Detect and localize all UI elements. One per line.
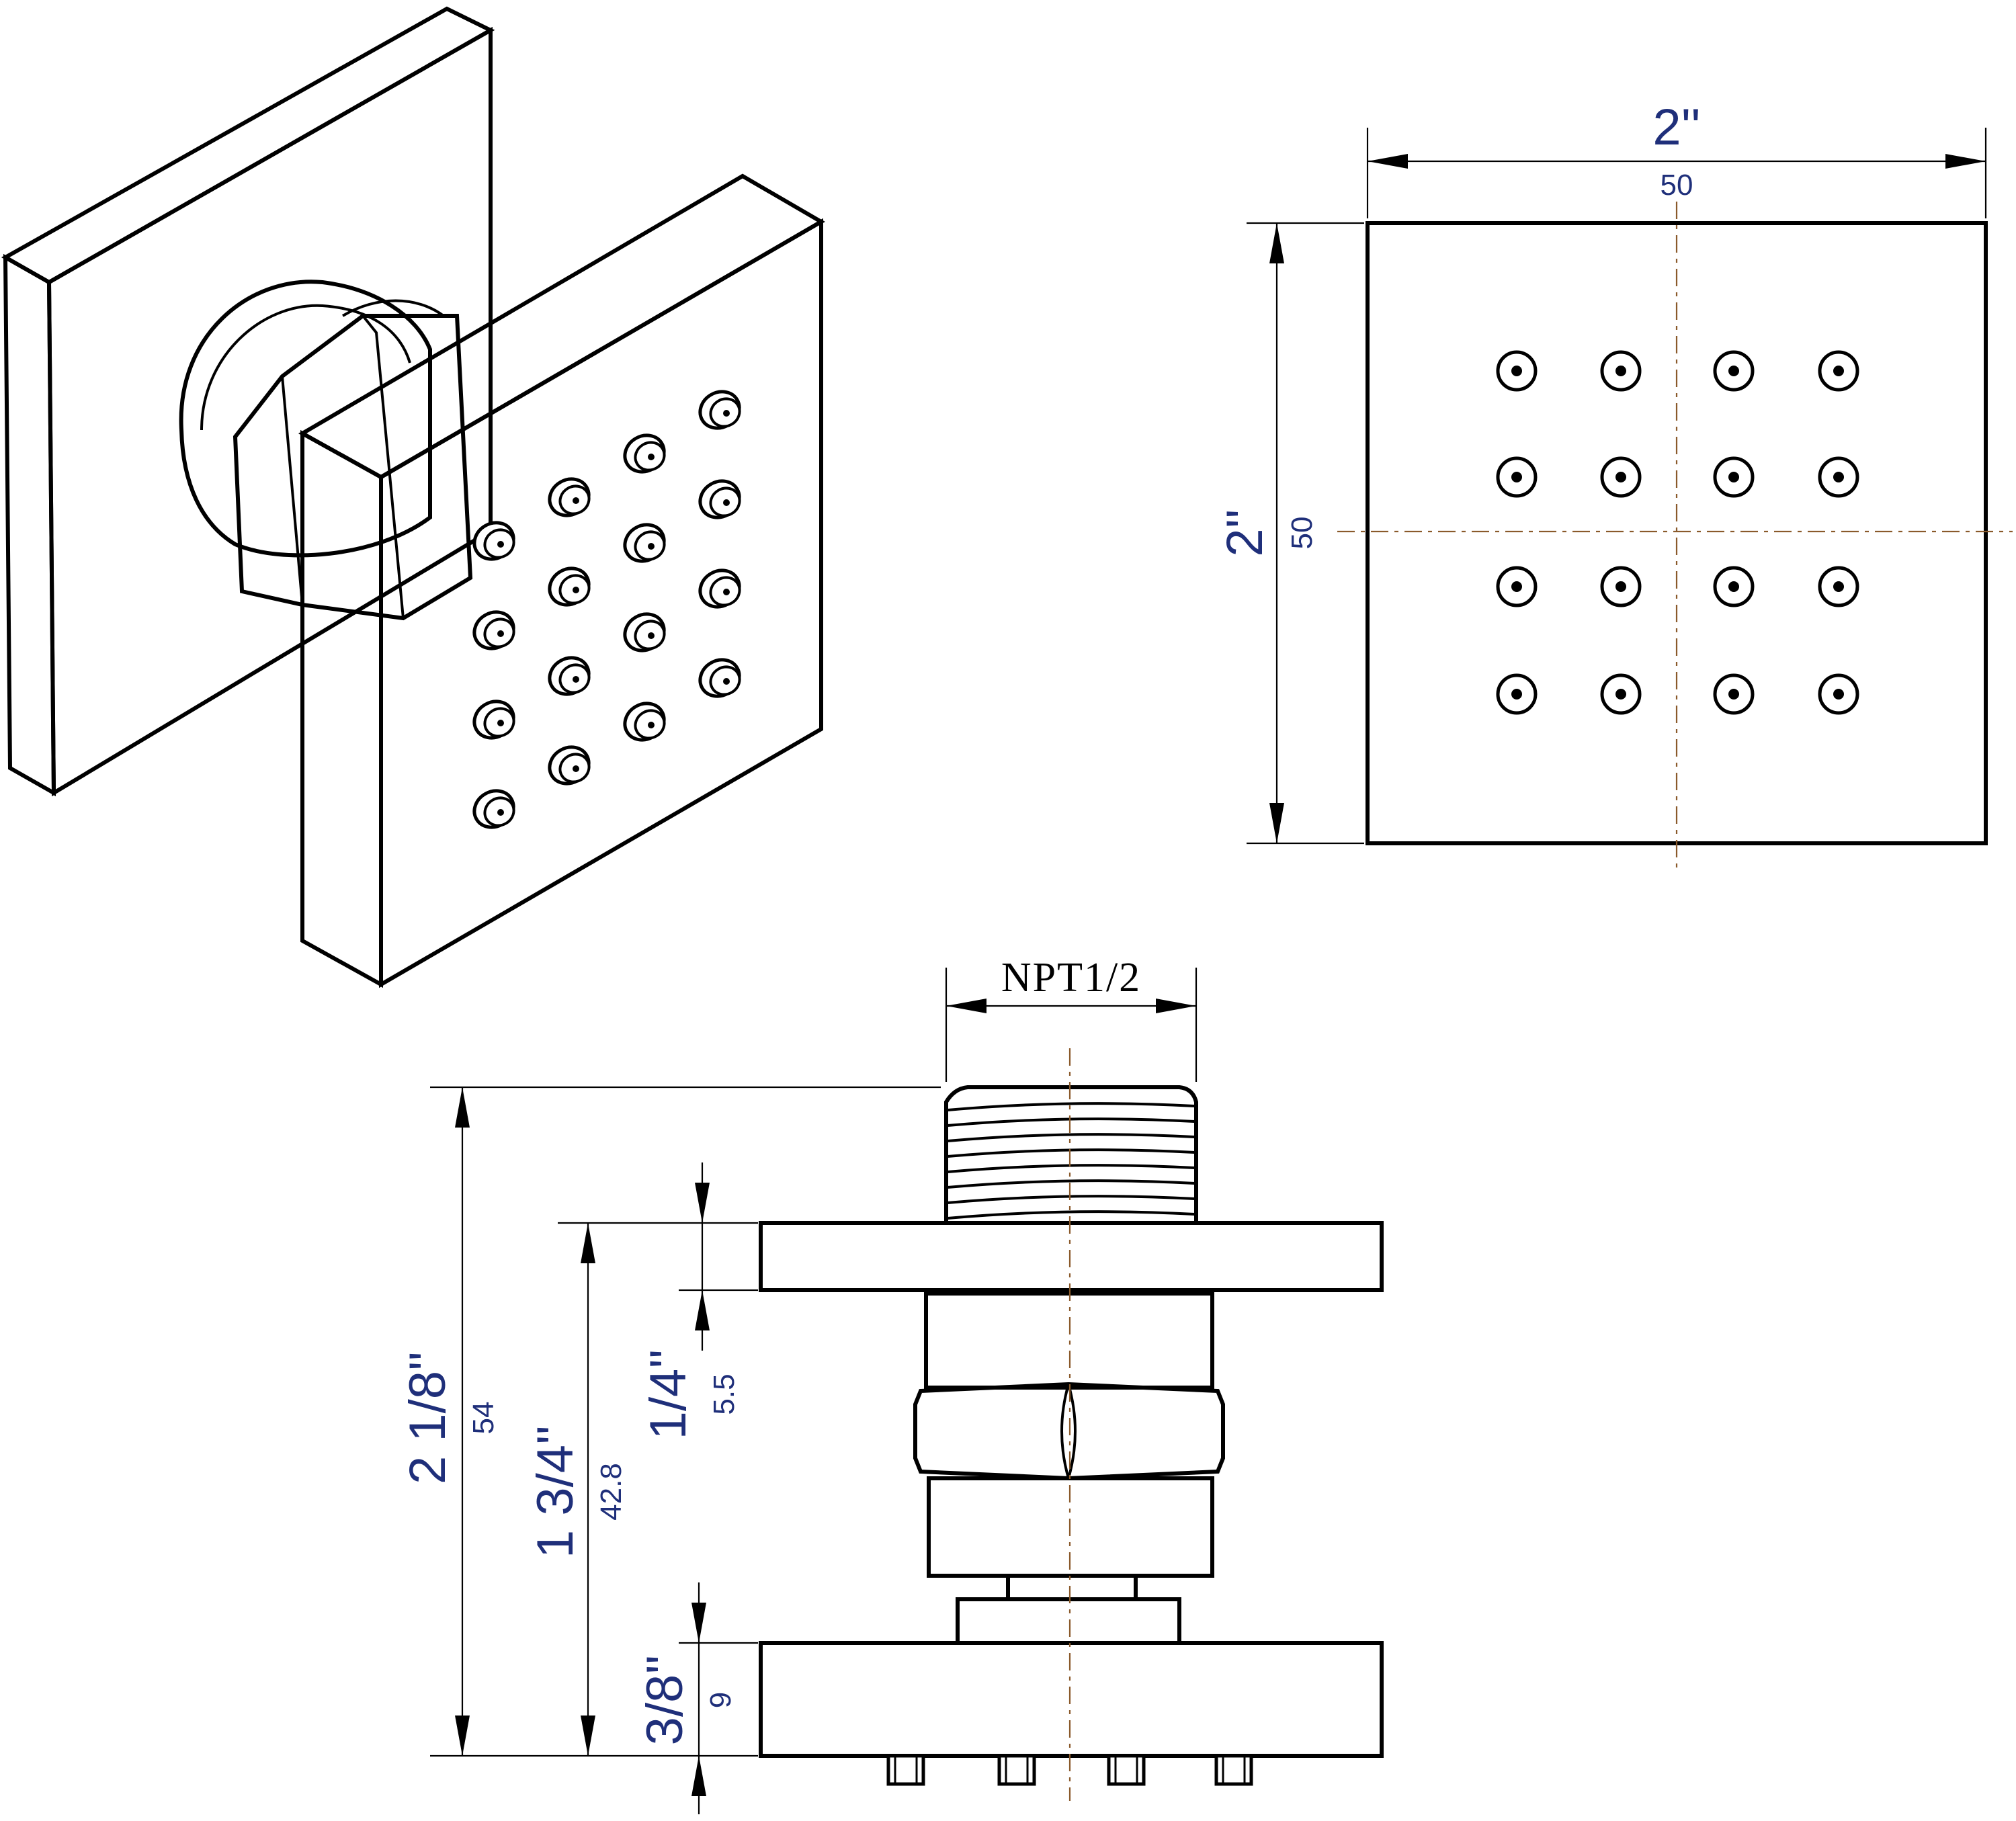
- iso-nozzle: [623, 433, 666, 474]
- front-nozzle: [1600, 673, 1642, 715]
- iso-nozzle: [472, 521, 515, 561]
- isometric-view: [1, 6, 825, 988]
- thread-line: [947, 1102, 1195, 1111]
- iso-nozzle: [548, 656, 591, 696]
- front-nozzle: [1600, 566, 1642, 607]
- threaded-pipe: [944, 1085, 1198, 1223]
- iso-nozzle: [623, 523, 666, 563]
- side-nozzle: [997, 1754, 1036, 1786]
- front-nozzle: [1600, 456, 1642, 498]
- front-nozzle: [1496, 673, 1538, 715]
- width-label: 2'': [1652, 99, 1700, 156]
- thread-label: NPT1/2: [1001, 955, 1141, 1001]
- side-nozzle-group: [886, 1754, 1253, 1786]
- front-nozzle: [1496, 350, 1538, 392]
- thread-lines: [947, 1102, 1195, 1220]
- overall-label: 2 1/8'': [399, 1351, 456, 1484]
- flange-label: 1/4'': [640, 1349, 697, 1440]
- iso-nozzle: [472, 789, 515, 829]
- iso-nozzle: [623, 702, 666, 742]
- thread-line: [947, 1195, 1195, 1204]
- iso-nozzle: [472, 700, 515, 740]
- front-nozzle: [1713, 673, 1755, 715]
- thread-line: [947, 1148, 1195, 1158]
- thread-line: [947, 1164, 1195, 1173]
- body-mm: 42.8: [595, 1463, 628, 1521]
- connector-body: [179, 280, 473, 621]
- front-nozzle: [1818, 456, 1859, 498]
- front-nozzle: [1818, 673, 1859, 715]
- flange-mm: 5.5: [708, 1373, 741, 1414]
- height-label: 2'': [1216, 509, 1273, 556]
- front-nozzle: [1713, 350, 1755, 392]
- iso-nozzle: [698, 390, 741, 430]
- front-nozzle: [1496, 456, 1538, 498]
- back-plate: [1, 6, 495, 797]
- iso-nozzle: [698, 479, 741, 519]
- iso-nozzle-group: [472, 390, 741, 829]
- front-nozzle: [1713, 566, 1755, 607]
- face-label: 3/8'': [636, 1655, 694, 1746]
- thread-line: [947, 1210, 1195, 1220]
- iso-nozzle: [548, 745, 591, 786]
- collar: [956, 1597, 1181, 1645]
- upper-flange: [759, 1221, 1384, 1292]
- body-label: 1 3/4'': [527, 1425, 584, 1558]
- side-nozzle: [886, 1754, 925, 1786]
- face-mm: 9: [704, 1692, 737, 1708]
- front-nozzle: [1600, 350, 1642, 392]
- front-nozzle: [1713, 456, 1755, 498]
- front-nozzle: [1818, 566, 1859, 607]
- side-nozzle: [1107, 1754, 1146, 1786]
- iso-nozzle: [548, 477, 591, 517]
- front-view: 2'' 50 2'' 50: [1216, 99, 2013, 870]
- overall-mm: 54: [467, 1402, 500, 1435]
- hex-nut: [913, 1382, 1225, 1481]
- front-nozzle: [1496, 566, 1538, 607]
- height-mm: 50: [1286, 517, 1318, 550]
- iso-nozzle: [698, 658, 741, 698]
- neck: [1006, 1574, 1138, 1601]
- iso-nozzle: [623, 612, 666, 652]
- side-nozzle: [1214, 1754, 1253, 1786]
- iso-nozzle: [698, 568, 741, 609]
- iso-nozzle: [472, 610, 515, 650]
- iso-nozzle: [548, 566, 591, 607]
- width-mm: 50: [1661, 169, 1693, 202]
- front-nozzle: [1818, 350, 1859, 392]
- thread-line: [947, 1117, 1195, 1127]
- front-nozzle-group: [1496, 350, 1859, 715]
- front-plate: [298, 173, 825, 988]
- thread-line: [947, 1133, 1195, 1142]
- side-view: NPT1/2 2 1/8'' 54 1 3/4'' 42.8 1/4'' 5.5…: [399, 955, 1384, 1814]
- face-plate-side: [759, 1641, 1384, 1758]
- thread-line: [947, 1179, 1195, 1189]
